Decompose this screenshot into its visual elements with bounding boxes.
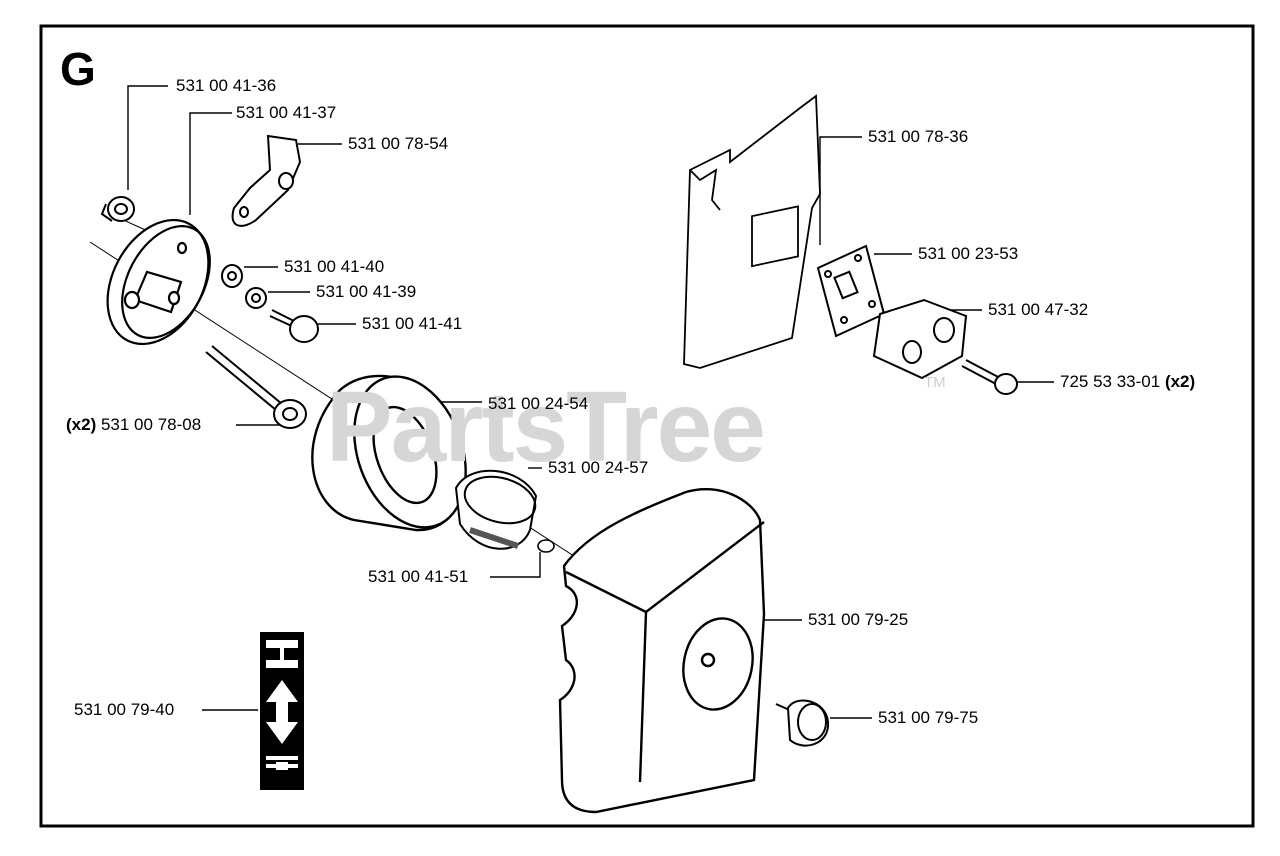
spring-cassette-part	[311, 374, 467, 532]
flange-part	[872, 298, 968, 380]
filter-cover-part	[558, 487, 766, 814]
qty-label: (x2)	[66, 415, 97, 434]
gasket-part	[816, 244, 886, 338]
nut-part	[100, 196, 135, 222]
part-label[interactable]: 531 00 78-54	[348, 134, 449, 153]
long-bolt-part	[205, 345, 307, 429]
diagram-border	[39, 24, 1255, 828]
watermark: PartsTree	[326, 371, 766, 483]
section-letter: G	[60, 43, 96, 95]
part-label[interactable]: 725 53 33-01 (x2)	[1060, 372, 1196, 391]
part-label[interactable]: 531 00 41-37	[236, 103, 337, 122]
qty-label: (x2)	[1164, 372, 1196, 391]
knob-part	[775, 699, 830, 747]
part-label[interactable]: 531 00 23-53	[918, 244, 1019, 263]
part-label[interactable]: (x2) 531 00 78-08	[66, 415, 202, 434]
part-label[interactable]: 531 00 79-25	[808, 610, 909, 629]
part-label[interactable]: 531 00 78-36	[868, 127, 969, 146]
part-label[interactable]: 531 00 24-57	[548, 458, 649, 477]
part-label[interactable]: 531 00 41-39	[316, 282, 417, 301]
part-label[interactable]: 531 00 79-40	[74, 700, 175, 719]
part-label[interactable]: 531 00 47-32	[988, 300, 1089, 319]
part-label[interactable]: 531 00 41-40	[284, 257, 385, 276]
pulley-plate-part	[106, 218, 211, 346]
decal-part	[260, 632, 304, 790]
spring-ring-part	[454, 469, 538, 550]
heat-shield-part	[683, 94, 821, 369]
flange-screw-part	[961, 359, 1018, 395]
part-label[interactable]: 531 00 41-36	[176, 76, 277, 95]
circlip-part	[537, 539, 555, 553]
part-label[interactable]: 531 00 79-75	[878, 708, 979, 727]
watermark-tm: TM	[924, 374, 946, 391]
part-label[interactable]: 531 00 41-51	[368, 567, 469, 586]
part-label[interactable]: 531 00 41-41	[362, 314, 463, 333]
screw-part	[269, 309, 319, 343]
part-label[interactable]: 531 00 24-54	[488, 394, 589, 413]
pawl-part	[231, 134, 302, 227]
